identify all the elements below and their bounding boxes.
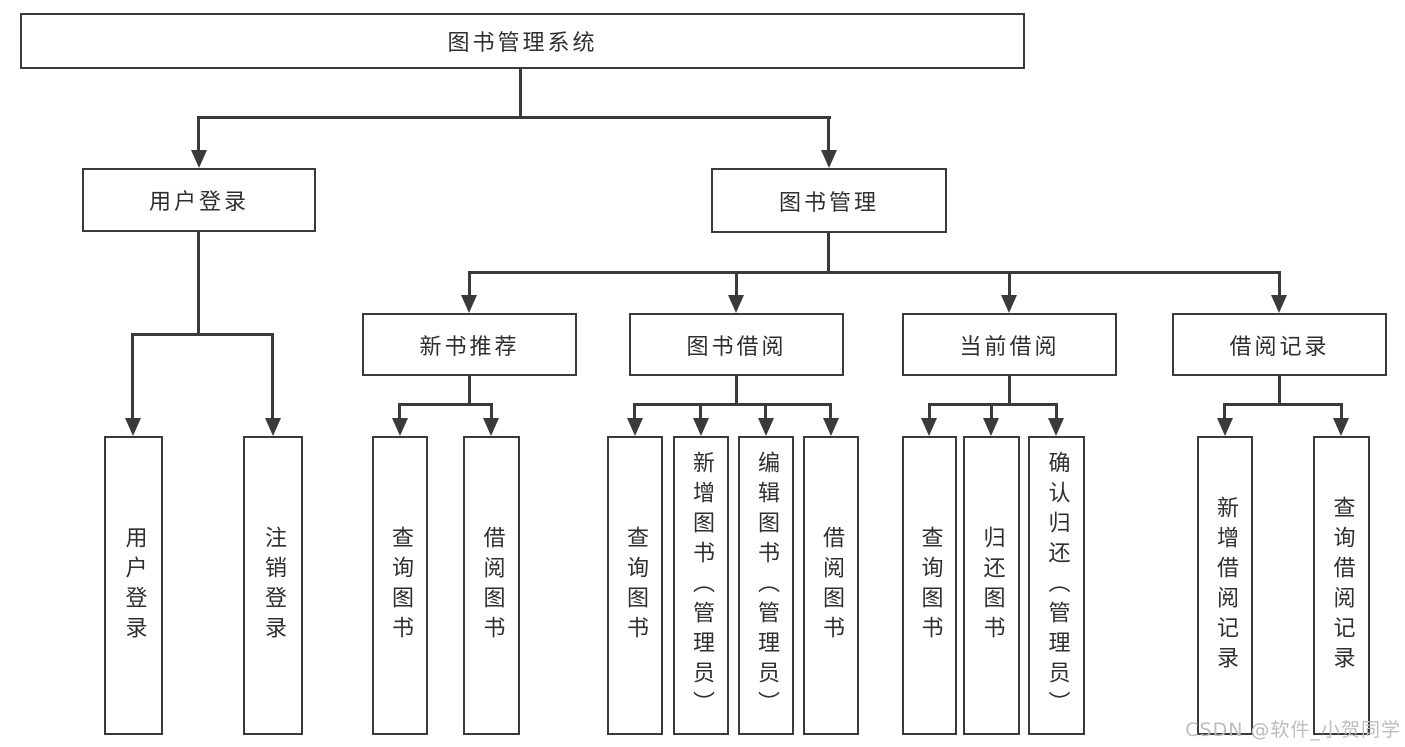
connector-branch	[1224, 403, 1343, 406]
arrow-down	[1217, 418, 1233, 436]
arrow-down	[983, 418, 999, 436]
connector-to-book-management	[827, 116, 830, 151]
arrow-down	[1271, 295, 1287, 313]
arrow-down	[921, 418, 937, 436]
leaf-add-borrow-record: 新增借阅记录	[1197, 436, 1253, 735]
leaf-user-login: 用户登录	[104, 436, 163, 735]
node-label: 借阅图书	[819, 525, 844, 646]
arrow-down	[392, 418, 408, 436]
arrow-down	[728, 295, 744, 313]
node-label: 借阅图书	[479, 525, 505, 646]
leaf-query-book-borrow: 查询图书	[607, 436, 663, 735]
node-book-borrow: 图书借阅	[629, 313, 844, 376]
arrow-down	[1333, 418, 1349, 436]
node-label: 注销登录	[261, 525, 286, 646]
node-label: 当前借阅	[959, 334, 1060, 360]
connector-branch	[634, 403, 832, 406]
connector-to-leaf	[829, 403, 832, 420]
arrow-down	[483, 418, 499, 436]
connector-to-leaf	[764, 403, 767, 420]
connector-stem	[1278, 374, 1281, 406]
leaf-borrow-book: 借阅图书	[803, 436, 859, 735]
node-label: 查询图书	[917, 525, 943, 646]
connector-to-leaf	[1223, 403, 1226, 420]
connector-root-stem	[519, 69, 522, 117]
connector-to-borrow-records	[1278, 271, 1281, 297]
connector-to-leaf	[271, 333, 274, 419]
connector-stem	[1008, 374, 1011, 406]
leaf-logout: 注销登录	[243, 436, 303, 735]
arrow-down	[265, 418, 281, 436]
connector-to-new-book	[468, 271, 471, 297]
node-label: 查询图书	[623, 525, 648, 646]
node-library-management-system: 图书管理系统	[20, 13, 1025, 69]
watermark: CSDN @软件_小贺同学	[1185, 719, 1401, 741]
node-label: 图书管理	[778, 190, 879, 216]
connector-to-leaf	[398, 403, 401, 420]
connector-stem	[468, 374, 471, 406]
arrow-down	[125, 418, 141, 436]
leaf-query-borrow-record: 查询借阅记录	[1313, 436, 1370, 735]
connector-to-leaf	[1055, 403, 1058, 420]
arrow-down	[461, 295, 477, 313]
node-label: 用户登录	[148, 190, 249, 215]
connector-to-leaf	[633, 403, 636, 420]
leaf-edit-book-admin: 编辑图书（管理员）	[738, 436, 794, 735]
connector-user-login-branch	[132, 333, 274, 336]
connector-to-leaf	[928, 403, 931, 420]
connector-to-leaf	[490, 403, 493, 420]
connector-book-mgmt-stem	[827, 231, 830, 274]
arrow-down	[191, 150, 207, 168]
connector-root-branch	[197, 116, 831, 119]
connector-to-current-borrow	[1008, 271, 1011, 297]
node-label: 新增借阅记录	[1213, 495, 1238, 676]
node-label: 新增图书（管理员）	[689, 450, 714, 721]
connector-user-login-stem	[197, 230, 200, 336]
connector-to-leaf	[699, 403, 702, 420]
node-user-login: 用户登录	[82, 168, 316, 232]
arrow-down	[627, 418, 643, 436]
node-label: 归还图书	[979, 525, 1005, 646]
leaf-query-book-current: 查询图书	[902, 436, 957, 735]
connector-to-leaf	[131, 333, 134, 419]
node-borrow-records: 借阅记录	[1172, 313, 1387, 376]
connector-to-book-borrow	[735, 271, 738, 297]
arrow-down	[1048, 418, 1064, 436]
node-label: 用户登录	[121, 525, 147, 646]
arrow-down	[693, 418, 709, 436]
connector-to-leaf	[1340, 403, 1343, 420]
connector-to-user-login	[197, 116, 200, 151]
connector-book-mgmt-branch	[468, 271, 1281, 274]
node-label: 新书推荐	[419, 334, 520, 360]
connector-to-leaf	[990, 403, 993, 420]
node-label: 编辑图书（管理员）	[754, 450, 779, 721]
arrow-down	[823, 418, 839, 436]
connector-branch	[399, 403, 493, 406]
leaf-return-book: 归还图书	[963, 436, 1020, 735]
node-label: 查询图书	[388, 525, 413, 646]
node-current-borrow: 当前借阅	[902, 313, 1117, 376]
arrow-down	[758, 418, 774, 436]
connector-stem	[735, 374, 738, 406]
leaf-confirm-return-admin: 确认归还（管理员）	[1028, 436, 1085, 735]
node-label: 确认归还（管理员）	[1044, 450, 1070, 721]
node-new-book-recommend: 新书推荐	[362, 313, 577, 376]
node-label: 图书管理系统	[447, 31, 598, 56]
arrow-down	[821, 150, 837, 168]
node-label: 查询借阅记录	[1329, 495, 1355, 676]
leaf-borrow-book-recommend: 借阅图书	[463, 436, 520, 735]
node-label: 图书借阅	[686, 334, 787, 360]
node-label: 借阅记录	[1229, 334, 1330, 360]
connector-branch	[928, 403, 1058, 406]
node-book-management: 图书管理	[711, 168, 947, 233]
arrow-down	[1001, 295, 1017, 313]
leaf-query-book-recommend: 查询图书	[372, 436, 428, 735]
leaf-add-book-admin: 新增图书（管理员）	[673, 436, 729, 735]
